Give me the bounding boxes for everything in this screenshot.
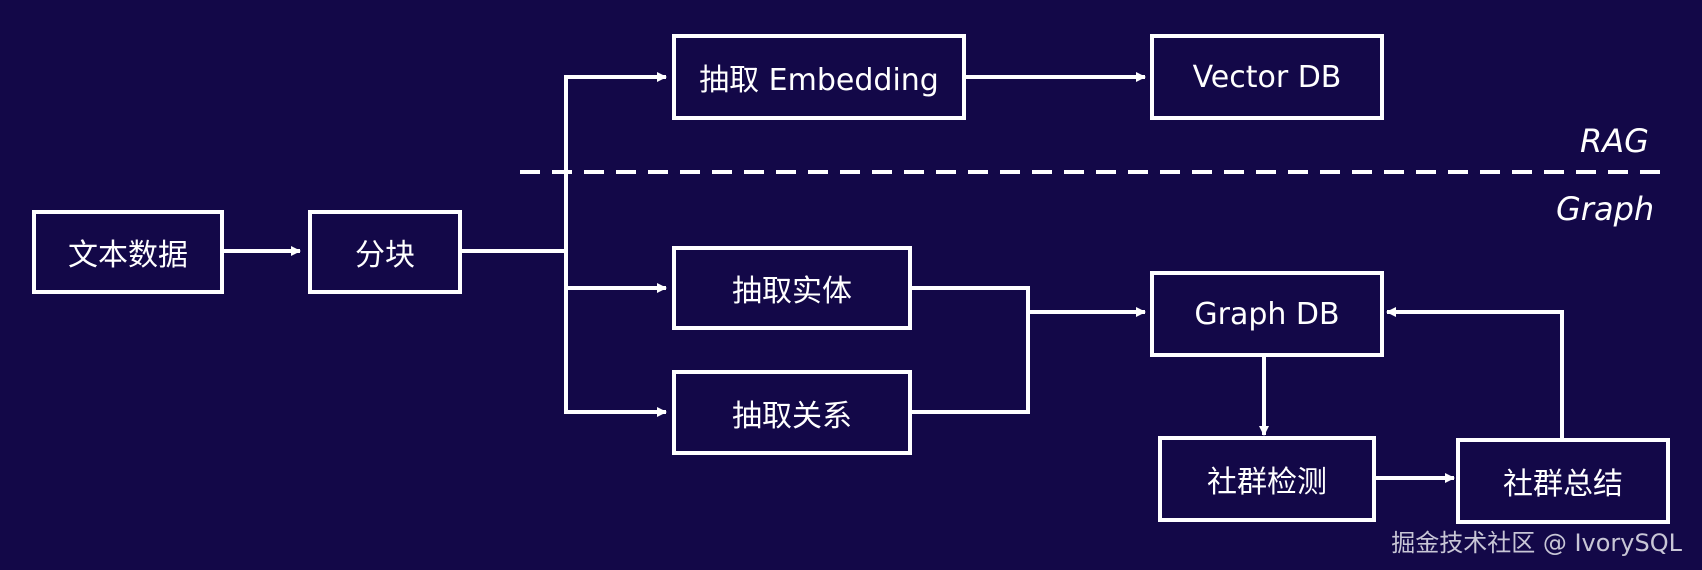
node-extract-entities: 抽取实体 [672,246,912,330]
watermark-text: 掘金技术社区 @ IvorySQL [1391,529,1682,557]
edge-entities-merge [912,286,1030,414]
node-extract-relations: 抽取关系 [672,370,912,455]
node-community-detection: 社群检测 [1158,436,1376,522]
node-chunk: 分块 [308,210,462,294]
edge-summary-to-graphdb [1386,307,1564,438]
node-vector-db: Vector DB [1150,34,1384,120]
node-community-summary: 社群总结 [1456,438,1670,524]
node-text-data: 文本数据 [32,210,224,294]
rag-zone-label: RAG [1580,122,1649,160]
graph-zone-label: Graph [1556,190,1655,228]
node-graph-db: Graph DB [1150,271,1384,357]
node-extract-embedding: 抽取 Embedding [672,34,966,120]
